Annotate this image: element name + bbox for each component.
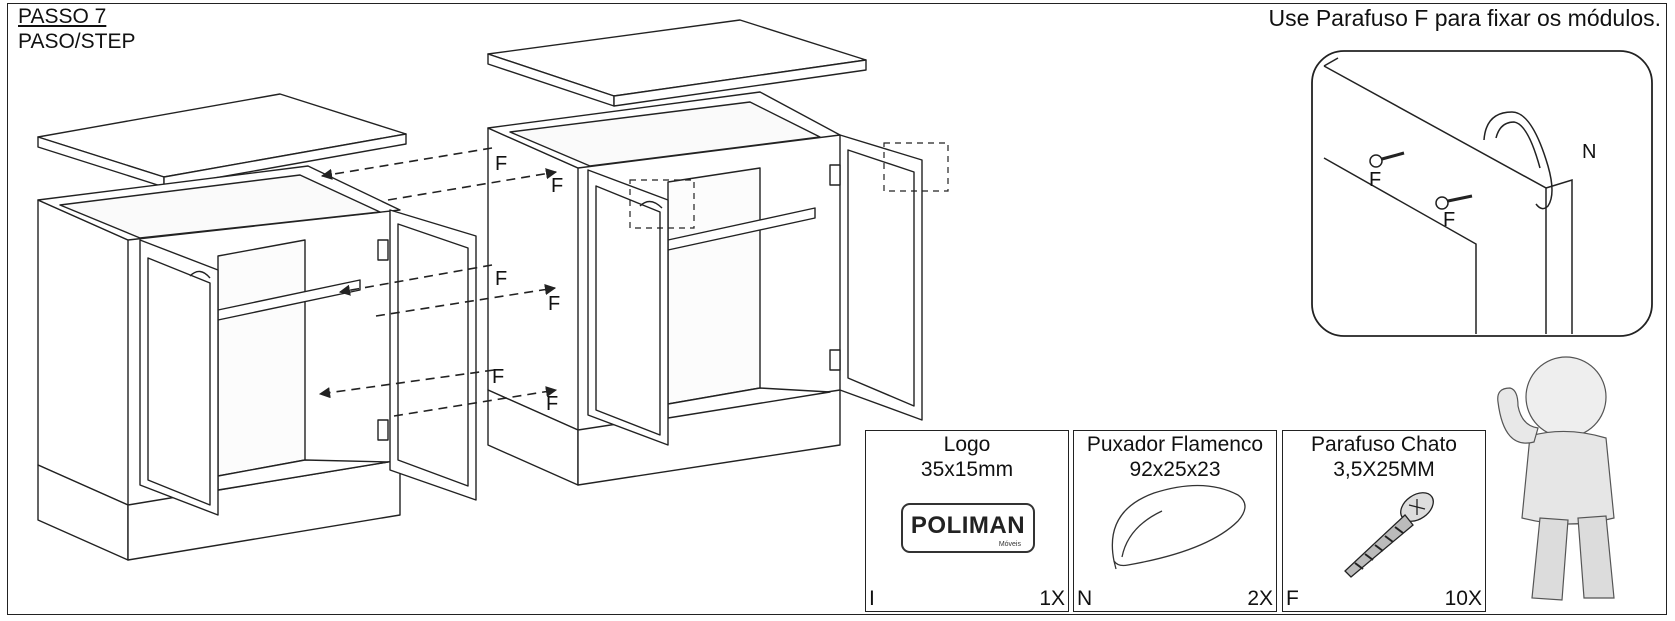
part-name: Logo	[943, 433, 991, 456]
part-size: 3,5X25MM	[1333, 458, 1435, 481]
part-card-handle: Puxador Flamenco 92x25x23 N 2X	[1073, 430, 1277, 612]
poliman-logo: POLIMAN Móveis	[901, 503, 1035, 553]
handle-icon	[1111, 484, 1246, 570]
svg-text:F: F	[1369, 169, 1381, 191]
part-code: I	[869, 587, 875, 610]
detail-callout	[1311, 50, 1653, 337]
part-quantity: 1X	[1039, 587, 1065, 610]
step-subtitle: PASO/STEP	[18, 30, 136, 53]
page-frame	[7, 3, 1667, 615]
screw-labels: F F F F F F	[492, 153, 563, 415]
svg-text:F: F	[548, 293, 560, 315]
assembly-arrows	[318, 147, 558, 417]
part-size: 92x25x23	[1129, 458, 1221, 481]
part-card-screw: Parafuso Chato 3,5X25MM F 10X	[1282, 430, 1486, 612]
svg-text:F: F	[1443, 209, 1455, 231]
svg-text:F: F	[492, 366, 504, 388]
part-quantity: 10X	[1444, 587, 1482, 610]
svg-text:N: N	[1582, 141, 1596, 163]
svg-text:F: F	[495, 268, 507, 290]
left-cabinet	[37, 93, 477, 561]
part-name: Puxador Flamenco	[1086, 433, 1264, 456]
right-cabinet	[487, 19, 923, 486]
screw-icon	[1344, 492, 1434, 578]
step-title: PASSO 7	[18, 5, 107, 28]
part-size: 35x15mm	[920, 458, 1014, 481]
instruction-text: Use Parafuso F para fixar os módulos.	[1268, 5, 1661, 31]
part-code: N	[1077, 587, 1093, 610]
mascot-figure	[1497, 356, 1615, 601]
part-code: F	[1286, 587, 1299, 610]
svg-text:F: F	[546, 393, 558, 415]
part-name: Parafuso Chato	[1311, 433, 1457, 456]
part-card-logo: Logo 35x15mm POLIMAN Móveis I 1X	[865, 430, 1069, 612]
part-quantity: 2X	[1247, 587, 1273, 610]
svg-text:F: F	[551, 175, 563, 197]
svg-text:F: F	[495, 153, 507, 175]
